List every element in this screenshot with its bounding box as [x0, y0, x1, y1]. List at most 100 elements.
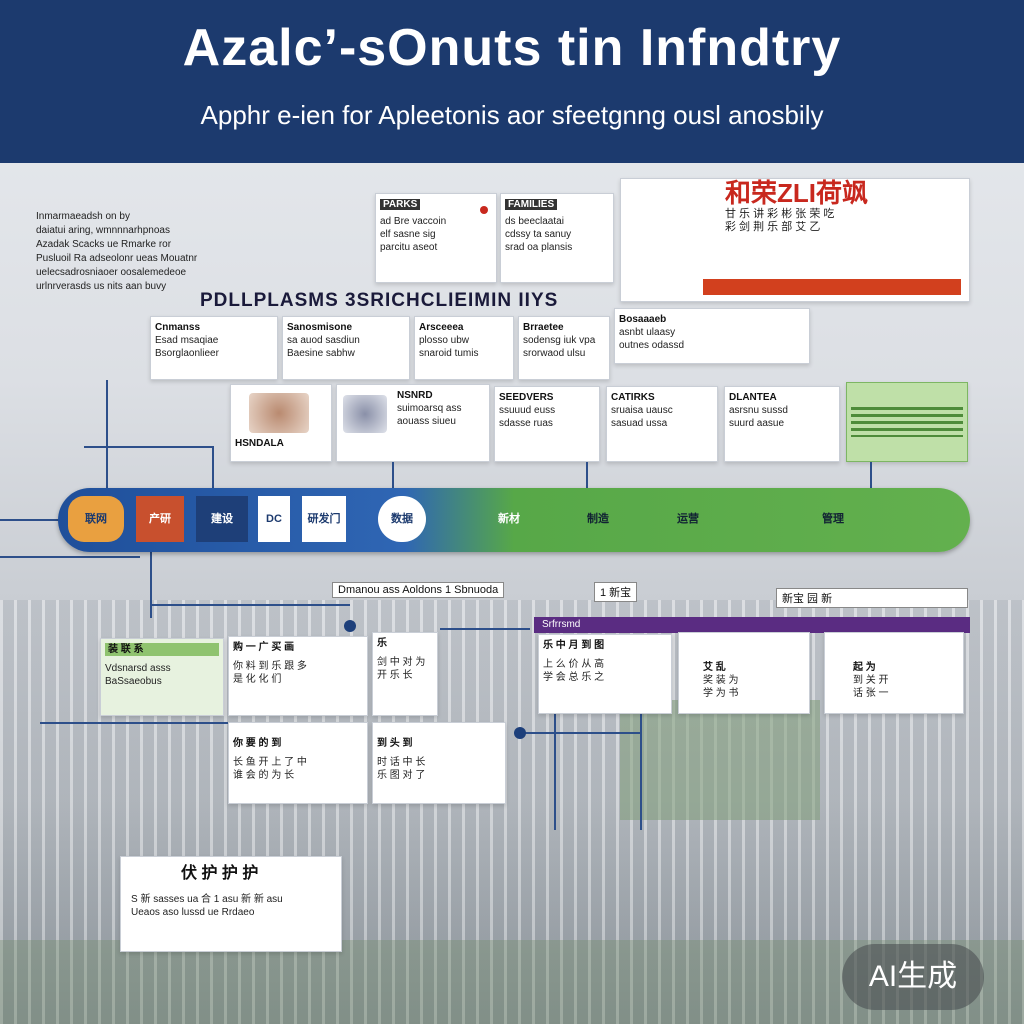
green-panel-bars: [851, 407, 963, 437]
band-item: 联网: [68, 496, 124, 542]
connector-line: [640, 712, 642, 830]
row2-card-1: Cnmanss Esad msaqiae Bsorglaonlieer: [150, 316, 278, 380]
lower-card-1-title: 装 联 系: [105, 643, 219, 656]
lower-card-7-title: 你 要 的 到: [233, 738, 282, 749]
band-item: 数据: [378, 496, 426, 542]
row2-card-5-title: Bosaaaeb: [619, 314, 667, 325]
connector-dot: [344, 620, 356, 632]
connector-line: [870, 462, 872, 488]
lower-card-4-text: 上 么 价 从 高 学 会 总 乐 之: [543, 659, 605, 683]
connector-line: [150, 604, 350, 606]
top-card-1-text: ad Bre vaccoin elf sasne sig parcitu ase…: [380, 216, 447, 253]
product-photo: [249, 393, 309, 433]
lower-card-5: 艾 乱 奖 装 为 学 为 书: [678, 632, 810, 714]
left-note: Inmarmaeadsh on by daiatui aring, wmnnna…: [36, 211, 198, 292]
bottom-card-text: S 新 sasses ua 合 1 asu 新 新 asu Ueaos aso …: [131, 894, 283, 918]
band-item: 制造: [587, 513, 609, 525]
lower-card-3-text: 剑 中 对 为 开 乐 长: [377, 657, 426, 681]
purple-heading-bar: Srfrrsmd: [534, 617, 970, 633]
image-card-2-text: suimoarsq ass aouass siueu: [397, 403, 462, 427]
band-item: 建设: [196, 496, 248, 542]
image-card-5: DLANTEA asrsnu sussd suurd aasue: [724, 386, 840, 462]
lower-card-3: 乐 剑 中 对 为 开 乐 长: [372, 632, 438, 716]
background-trees: [620, 700, 820, 820]
band-item: DC: [258, 496, 290, 542]
band-item: 新材: [498, 513, 520, 525]
row2-card-1-title: Cnmanss: [155, 322, 201, 333]
image-card-5-text: asrsnu sussd suurd aasue: [729, 405, 788, 429]
device-photo: [343, 395, 387, 433]
row2-card-2: Sanosmisone sa auod sasdiun Baesine sabh…: [282, 316, 410, 380]
row2-card-3: Arsceeea plosso ubw snaroid tumis: [414, 316, 514, 380]
lower-card-8-title: 到 头 到: [377, 738, 413, 749]
top-card-1: PARKS ad Bre vaccoin elf sasne sig parci…: [375, 193, 497, 283]
connector-line: [440, 628, 530, 630]
band-item: 研发门: [302, 496, 346, 542]
row2-card-4-text: sodensg iuk vpa srorwaod ulsu: [523, 335, 596, 359]
connector-line: [586, 462, 588, 488]
lower-card-6: 起 为 到 关 开 话 张 一: [824, 632, 964, 714]
red-dot-icon: [480, 206, 488, 214]
header-banner: Azalc’-sOnuts tin Infndtry Apphr e-ien f…: [0, 0, 1024, 163]
top-card-3-title: 和荣ZLI荷飒: [725, 178, 868, 208]
ai-generated-badge: AI生成: [842, 944, 984, 1010]
lower-card-8: 到 头 到 时 话 中 长 乐 图 对 了: [372, 722, 506, 804]
lower-card-5-text: 奖 装 为 学 为 书: [703, 675, 739, 699]
image-card-3-text: ssuuud euss sdasse ruas: [499, 405, 556, 429]
row2-card-2-text: sa auod sasdiun Baesine sabhw: [287, 335, 360, 359]
band-item: 管理: [822, 513, 844, 525]
image-card-1-title: HSNDALA: [235, 438, 284, 449]
row2-card-2-title: Sanosmisone: [287, 322, 353, 333]
top-card-3-text: 甘 乐 讲 彩 彬 张 荣 吃 彩 剑 荆 乐 部 艾 乙: [725, 208, 835, 233]
red-bar: [703, 279, 961, 295]
caption-strip: Dmanou ass Aoldons 1 Sbnuoda: [332, 582, 505, 598]
band-item: 运营: [677, 513, 699, 525]
page-title: Azalc’-sOnuts tin Infndtry: [182, 19, 842, 77]
connector-line: [150, 552, 152, 618]
image-card-2-title: NSNRD: [397, 390, 433, 401]
caption-strip: 1 新宝: [594, 582, 638, 602]
band-item: 产研: [136, 496, 184, 542]
connector-line: [520, 732, 640, 734]
lower-card-1: 装 联 系 Vdsnarsd asss BaSsaeobus: [100, 638, 224, 716]
bottom-card: 伏 护 护 护 S 新 sasses ua 合 1 asu 新 新 asu Ue…: [120, 856, 342, 952]
image-card-5-title: DLANTEA: [729, 392, 777, 403]
bottom-card-title: 伏 护 护 护: [181, 865, 259, 882]
image-card-2: NSNRD suimoarsq ass aouass siueu: [336, 384, 490, 462]
top-card-2: FAMILIES ds beeclaatai cdssy ta sanuy sr…: [500, 193, 614, 283]
page-subtitle: Apphr e-ien for Apleetonis aor sfeetgnng…: [200, 100, 824, 130]
lower-card-4-title: 乐 中 月 到 图: [543, 640, 605, 651]
connector-line: [106, 380, 108, 488]
lower-card-8-text: 时 话 中 长 乐 图 对 了: [377, 757, 426, 781]
top-card-3: 和荣ZLI荷飒 甘 乐 讲 彩 彬 张 荣 吃 彩 剑 荆 乐 部 艾 乙: [620, 178, 970, 302]
image-card-1: HSNDALA: [230, 384, 332, 462]
lower-card-1-text: Vdsnarsd asss BaSsaeobus: [105, 663, 171, 687]
lower-card-5-title: 艾 乱: [703, 662, 726, 673]
lower-card-7: 你 要 的 到 长 鱼 开 上 了 中 谁 会 的 为 长: [228, 722, 368, 804]
image-card-4-text: sruaisa uausc sasuad ussa: [611, 405, 673, 429]
row2-card-3-text: plosso ubw snaroid tumis: [419, 335, 479, 359]
connector-line: [0, 519, 60, 521]
process-band: 联网 产研 建设 DC 研发门 数据 新材 制造 运营 管理: [58, 488, 970, 552]
connector-line: [40, 722, 230, 724]
top-card-2-title: FAMILIES: [505, 199, 558, 210]
lower-card-4: 乐 中 月 到 图 上 么 价 从 高 学 会 总 乐 之: [538, 634, 672, 714]
row2-card-3-title: Arsceeea: [419, 322, 464, 333]
image-card-green: [846, 382, 968, 462]
image-card-3: SEEDVERS ssuuud euss sdasse ruas: [494, 386, 600, 462]
lower-card-7-text: 长 鱼 开 上 了 中 谁 会 的 为 长: [233, 757, 307, 781]
row2-card-4-title: Brraetee: [523, 322, 564, 333]
connector-line: [392, 462, 394, 488]
image-card-4-title: CATIRKS: [611, 392, 655, 403]
connector-line: [554, 712, 556, 830]
connector-line: [84, 446, 214, 448]
lower-card-6-text: 到 关 开 话 张 一: [853, 675, 889, 699]
image-card-4: CATIRKS sruaisa uausc sasuad ussa: [606, 386, 718, 462]
top-card-2-text: ds beeclaatai cdssy ta sanuy srad oa pla…: [505, 216, 573, 253]
lower-card-2-text: 你 料 到 乐 跟 多 是 化 化 们: [233, 661, 307, 685]
lower-card-2-title: 购 一 广 买 画: [233, 642, 295, 653]
top-card-1-title: PARKS: [380, 199, 421, 210]
row2-card-5-text: asnbt ulaasy outnes odassd: [619, 327, 685, 351]
connector-line: [212, 446, 214, 490]
connector-dot: [514, 727, 526, 739]
